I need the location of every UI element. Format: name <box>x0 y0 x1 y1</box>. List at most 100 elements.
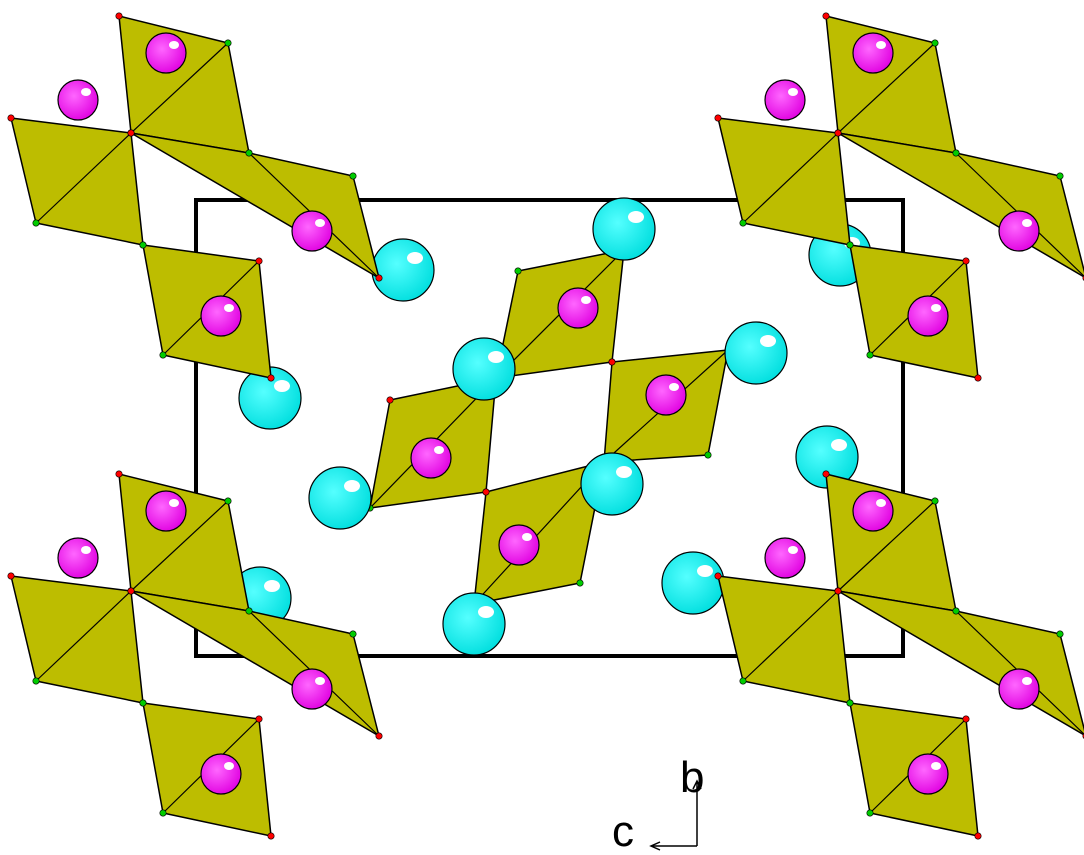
center-atom <box>410 437 452 479</box>
oxygen-vertex-green <box>514 267 522 275</box>
tetrahedron <box>139 241 275 382</box>
center-atom <box>200 753 242 795</box>
center-atom <box>998 668 1040 710</box>
atom-highlight <box>1022 677 1032 685</box>
atom-highlight <box>434 446 444 454</box>
tetrahedron <box>139 699 275 840</box>
atom-highlight <box>81 546 91 554</box>
atom-highlight <box>315 219 325 227</box>
oxygen-vertex-red <box>255 257 263 265</box>
oxygen-vertex-red <box>267 832 275 840</box>
oxygen-vertex-green <box>576 579 584 587</box>
center-atom <box>145 490 187 532</box>
tetrahedron <box>834 587 1084 739</box>
oxygen-vertex-green <box>1056 630 1064 638</box>
oxygen-vertex-green <box>224 39 232 47</box>
atom-highlight <box>264 580 280 592</box>
center-atom <box>57 537 99 579</box>
center-atom <box>291 210 333 252</box>
tetrahedron-face <box>10 575 144 704</box>
oxygen-vertex-green <box>32 677 40 685</box>
center-atom <box>764 537 806 579</box>
oxygen-vertex-red <box>974 832 982 840</box>
atom-highlight <box>788 88 798 96</box>
tetrahedron-edge <box>130 42 229 134</box>
atom-highlight <box>488 351 504 363</box>
b-axis-arrowhead <box>692 779 702 790</box>
foreground-cations <box>308 197 788 656</box>
oxygen-vertex-green <box>139 699 147 707</box>
atom-highlight <box>831 439 847 451</box>
atom-highlight <box>697 565 713 577</box>
atom-highlight <box>581 296 591 304</box>
oxygen-vertex-green <box>866 809 874 817</box>
oxygen-vertex-red <box>127 587 135 595</box>
cation-atom <box>308 466 372 530</box>
oxygen-vertex-green <box>245 149 253 157</box>
c-axis-arrowhead <box>649 841 661 851</box>
oxygen-vertex-red <box>127 129 135 137</box>
center-atom <box>852 490 894 532</box>
atom-highlight <box>616 466 632 478</box>
tetrahedron-edge <box>742 590 839 682</box>
oxygen-vertex-red <box>822 470 830 478</box>
tetrahedron-edge <box>35 132 132 224</box>
oxygen-vertex-green <box>739 219 747 227</box>
oxygen-vertex-red <box>115 12 123 20</box>
oxygen-vertex-red <box>822 12 830 20</box>
oxygen-vertex-green <box>159 809 167 817</box>
unit-cell-outline <box>194 198 905 658</box>
tetrahedron-edge <box>742 132 839 224</box>
atom-highlight <box>1022 219 1032 227</box>
center-atom <box>57 79 99 121</box>
oxygen-vertex-red <box>962 715 970 723</box>
center-atom <box>645 374 687 416</box>
center-atom <box>557 287 599 329</box>
atom-highlight <box>169 499 179 507</box>
center-atom <box>498 524 540 566</box>
polyhedra-layer <box>7 12 1084 840</box>
center-atom <box>291 668 333 710</box>
oxygen-vertex-red <box>962 257 970 265</box>
oxygen-vertex-green <box>159 351 167 359</box>
center-atom <box>998 210 1040 252</box>
atom-highlight <box>224 304 234 312</box>
tetrahedron <box>834 129 1084 281</box>
tetrahedron <box>7 537 147 707</box>
oxygen-vertex-red <box>375 274 383 282</box>
atom-highlight <box>407 252 423 264</box>
b-axis-label: b <box>680 753 704 802</box>
atom-highlight <box>876 499 886 507</box>
tetrahedron <box>714 79 854 249</box>
oxygen-vertex-red <box>608 358 616 366</box>
oxygen-vertex-red <box>386 396 394 404</box>
tetrahedron <box>846 699 982 840</box>
tetrahedron <box>714 537 854 707</box>
tetrahedron <box>127 129 383 282</box>
atom-highlight <box>760 335 776 347</box>
oxygen-vertex-green <box>224 497 232 505</box>
oxygen-vertex-green <box>32 219 40 227</box>
atom-highlight <box>931 762 941 770</box>
oxygen-vertex-green <box>952 607 960 615</box>
center-atom <box>764 79 806 121</box>
oxygen-vertex-red <box>714 572 722 580</box>
atom-highlight <box>169 41 179 49</box>
oxygen-vertex-red <box>115 470 123 478</box>
oxygen-vertex-red <box>834 587 842 595</box>
center-atom <box>907 753 949 795</box>
oxygen-vertex-red <box>375 732 383 740</box>
center-atom <box>200 295 242 337</box>
oxygen-vertex-green <box>846 699 854 707</box>
tetrahedron <box>600 346 732 466</box>
c-axis-label: c <box>612 807 634 855</box>
center-atom <box>852 32 894 74</box>
cation-atom <box>371 238 435 302</box>
oxygen-vertex-green <box>139 241 147 249</box>
atom-highlight <box>876 41 886 49</box>
tetrahedron <box>115 470 253 615</box>
cation-atom <box>580 452 644 516</box>
atom-highlight <box>522 533 532 541</box>
oxygen-vertex-green <box>349 630 357 638</box>
